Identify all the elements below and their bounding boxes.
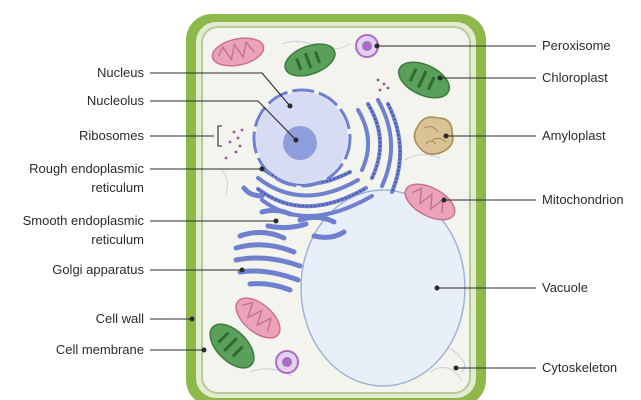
chloroplast-top — [284, 43, 336, 77]
label-cell-wall: Cell wall — [96, 311, 145, 326]
left-leader-lines — [150, 72, 299, 353]
smooth-er — [241, 185, 347, 240]
ribosomes — [224, 78, 390, 160]
nucleolus — [283, 126, 317, 160]
right-leader-lines — [374, 43, 536, 371]
label-nucleus: Nucleus — [97, 65, 144, 80]
label-chloroplast: Chloroplast — [542, 70, 608, 85]
label-rough-er-line1: Rough endoplasmic — [29, 161, 144, 176]
label-peroxisome: Peroxisome — [542, 38, 611, 53]
label-vacuole: Vacuole — [542, 280, 588, 295]
label-mitochondrion: Mitochondrion — [542, 192, 624, 207]
chloroplast-bottom — [209, 323, 255, 369]
peroxisome-bottom — [275, 350, 299, 374]
label-amyloplast: Amyloplast — [542, 128, 606, 143]
amyloplast — [413, 116, 454, 155]
label-golgi: Golgi apparatus — [52, 262, 144, 277]
mitochondrion-top-left — [211, 37, 265, 67]
nuclear-envelope — [252, 88, 352, 188]
label-rough-er-line2: reticulum — [91, 180, 144, 195]
label-nucleolus: Nucleolus — [87, 93, 145, 108]
golgi-apparatus — [233, 230, 303, 293]
label-smooth-er-line2: reticulum — [91, 232, 144, 247]
right-labels: Peroxisome Chloroplast Amyloplast Mitoch… — [542, 38, 624, 375]
mitochondrion-bottom-left — [235, 297, 281, 339]
label-ribosomes: Ribosomes — [79, 128, 145, 143]
label-smooth-er-line1: Smooth endoplasmic — [23, 213, 145, 228]
left-labels: Nucleus Nucleolus Ribosomes Rough endopl… — [23, 65, 145, 357]
label-cell-membrane: Cell membrane — [56, 342, 144, 357]
chloroplast-right — [397, 61, 451, 99]
label-cytoskeleton: Cytoskeleton — [542, 360, 617, 375]
